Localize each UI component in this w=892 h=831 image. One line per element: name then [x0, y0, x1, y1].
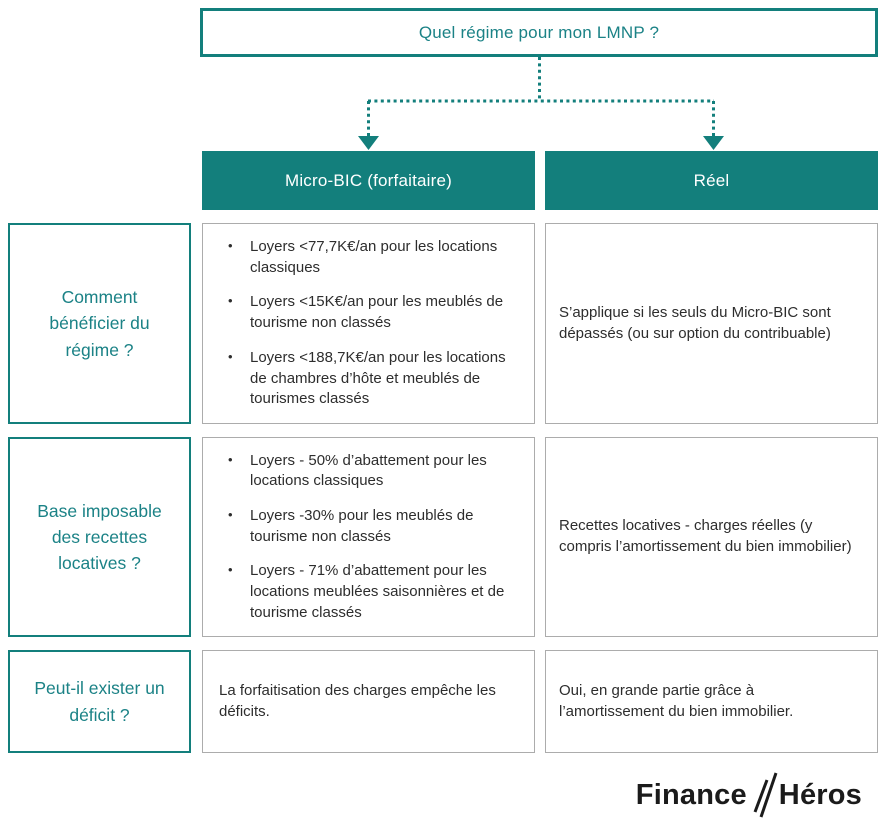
- cell-text: S’applique si les seuls du Micro-BIC son…: [559, 303, 831, 342]
- bullet-item: • Loyers - 50% d’abattement pour les loc…: [219, 451, 524, 492]
- bullet-list: • Loyers - 50% d’abattement pour les loc…: [219, 451, 524, 624]
- cell-micro-bic-deficit: La forfaitisation des charges empêche le…: [202, 650, 535, 753]
- cell-micro-bic-conditions: • Loyers <77,7K€/an pour les locations c…: [202, 223, 535, 424]
- bullet-text: Loyers - 71% d’abattement pour les locat…: [250, 562, 505, 621]
- connector-arrows: [358, 57, 724, 150]
- cell-text: La forfaitisation des charges empêche le…: [219, 681, 496, 720]
- bullet-text: Loyers - 50% d’abattement pour les locat…: [250, 451, 487, 490]
- row-label-text: Base imposable des recettes locatives ?: [37, 500, 162, 574]
- bullet-icon: •: [228, 562, 233, 578]
- bullet-icon: •: [228, 451, 233, 467]
- column-header-reel: Réel: [545, 151, 878, 210]
- bullet-list: • Loyers <77,7K€/an pour les locations c…: [219, 237, 524, 410]
- bullet-text: Loyers <77,7K€/an pour les locations cla…: [250, 238, 498, 276]
- arrowhead-left-icon: [358, 136, 379, 150]
- arrowhead-right-icon: [703, 136, 724, 150]
- bullet-icon: •: [228, 506, 233, 522]
- bullet-item: • Loyers <77,7K€/an pour les locations c…: [219, 237, 524, 278]
- diagram-title: Quel régime pour mon LMNP ?: [418, 22, 660, 42]
- logo-text-heros: Héros: [778, 778, 862, 811]
- bullet-item: • Loyers -30% pour les meublés de touris…: [219, 506, 524, 547]
- logo-text-finance: Finance: [635, 778, 747, 811]
- cell-micro-bic-base-imposable: • Loyers - 50% d’abattement pour les loc…: [202, 437, 535, 637]
- column-header-micro-bic-label: Micro-BIC (forfaitaire): [284, 170, 453, 190]
- row-label-beneficier-regime: Comment bénéficier du régime ?: [8, 223, 191, 424]
- cell-reel-deficit: Oui, en grande partie grâce à l’amortiss…: [545, 650, 878, 753]
- bullet-text: Loyers <188,7K€/an pour les locations de…: [250, 348, 506, 408]
- cell-text: Oui, en grande partie grâce à l’amortiss…: [559, 681, 794, 720]
- bullet-text: Loyers -30% pour les meublés de tourisme…: [250, 506, 474, 545]
- bullet-icon: •: [228, 238, 233, 254]
- cell-reel-conditions: S’applique si les seuls du Micro-BIC son…: [545, 223, 878, 424]
- finance-heros-logo: Finance Héros: [636, 770, 862, 820]
- cell-reel-base-imposable: Recettes locatives - charges réelles (y …: [545, 437, 878, 637]
- bullet-item: • Loyers <15K€/an pour les meublés de to…: [219, 292, 524, 333]
- row-label-deficit: Peut-il exister un déficit ?: [8, 650, 191, 753]
- cell-text: Recettes locatives - charges réelles (y …: [559, 517, 852, 555]
- column-header-reel-label: Réel: [693, 170, 730, 190]
- bullet-item: • Loyers - 71% d’abattement pour les loc…: [219, 561, 524, 623]
- bullet-icon: •: [228, 293, 233, 309]
- row-label-base-imposable: Base imposable des recettes locatives ?: [8, 437, 191, 637]
- row-label-text: Comment bénéficier du régime ?: [49, 287, 150, 360]
- row-label-text: Peut-il exister un déficit ?: [34, 678, 165, 725]
- bullet-icon: •: [228, 348, 233, 364]
- column-header-micro-bic: Micro-BIC (forfaitaire): [202, 151, 535, 210]
- title-box: Quel régime pour mon LMNP ?: [200, 8, 878, 57]
- bullet-text: Loyers <15K€/an pour les meublés de tour…: [250, 293, 504, 332]
- logo-double-slash-icon: [753, 772, 778, 818]
- bullet-item: • Loyers <188,7K€/an pour les locations …: [219, 348, 524, 410]
